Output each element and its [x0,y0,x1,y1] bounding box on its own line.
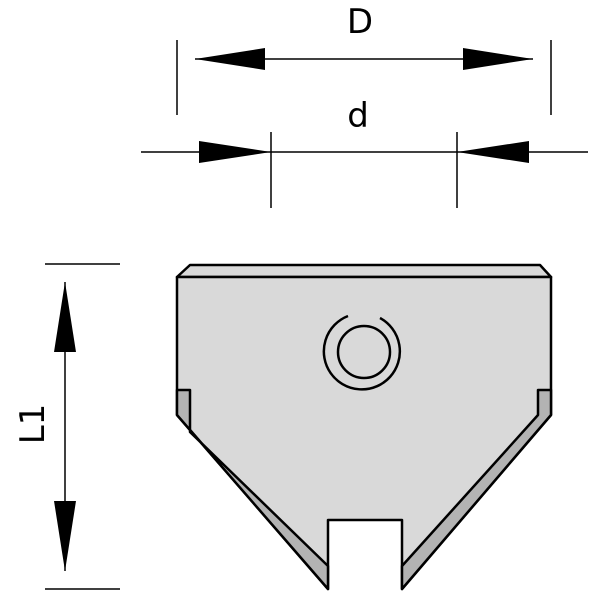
arrowhead-left-d [199,141,271,163]
label-D: D [347,2,373,42]
dimension-D: D [176,2,552,115]
right-cutting-edge [400,388,553,591]
arrowhead-top-L1 [54,282,76,352]
countersink-arc [322,314,402,391]
arrowhead-right-d [457,141,529,163]
arrowhead-left-D [195,48,265,70]
arrowhead-right-D [463,48,533,70]
label-d: d [347,96,369,136]
body-outline [175,275,553,591]
left-cutting-edge [175,388,330,591]
label-L1: L1 [13,404,53,445]
arrowhead-bottom-L1 [54,501,76,571]
dimension-d: d [141,96,588,208]
screw-hole [336,324,392,380]
dimension-L1: L1 [13,263,120,590]
tool-body [175,263,553,591]
top-chamfer-band [175,263,553,279]
